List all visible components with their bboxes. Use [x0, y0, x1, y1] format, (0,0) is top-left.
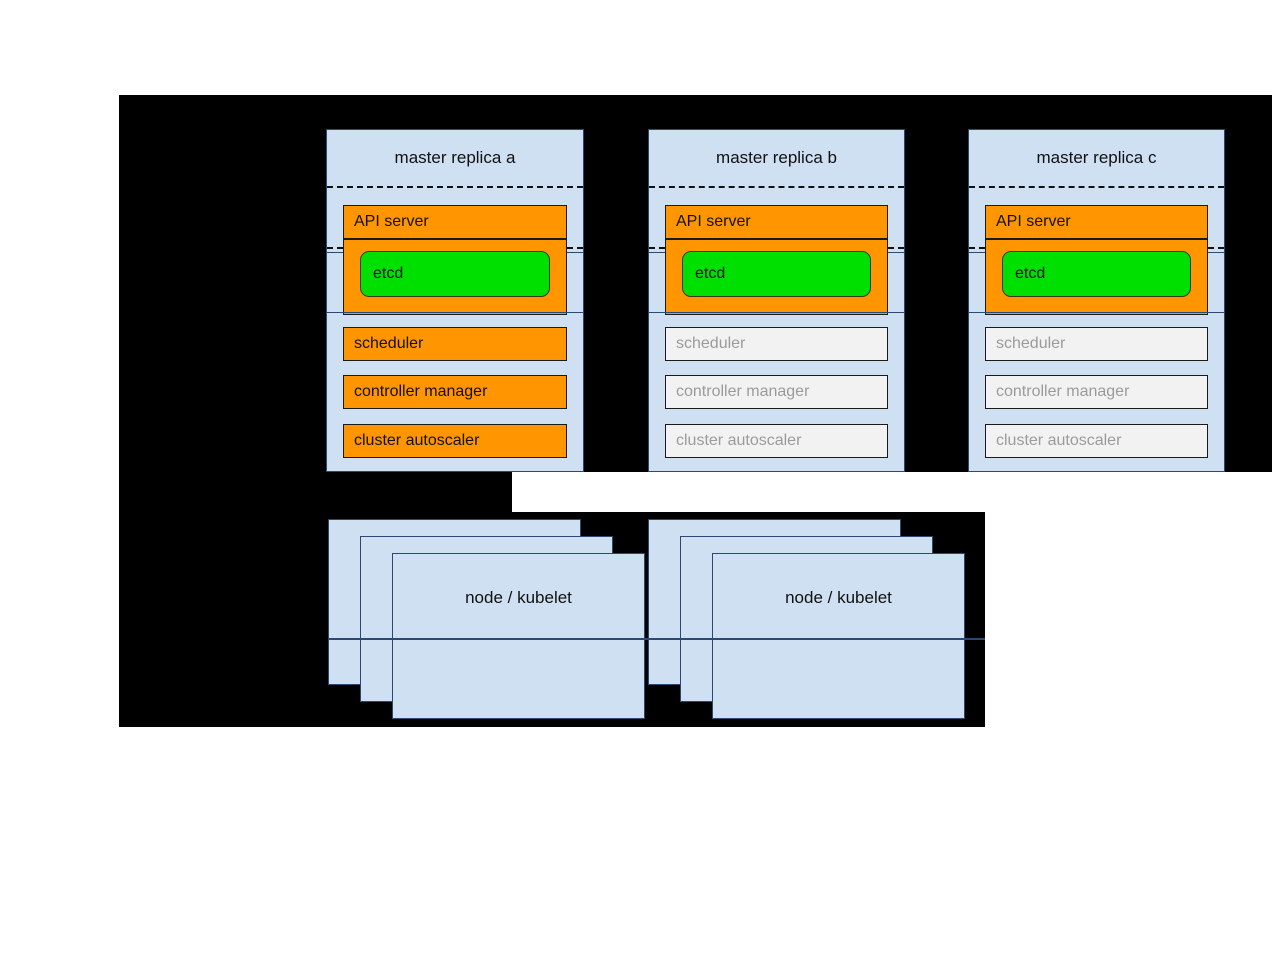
etcd-band: etcd [665, 239, 888, 315]
node-kubelet-label: node / kubelet [465, 588, 572, 607]
scheduler-box[interactable]: scheduler [985, 327, 1208, 361]
cluster-autoscaler-box[interactable]: cluster autoscaler [343, 424, 567, 458]
etcd-box[interactable]: etcd [1002, 251, 1191, 297]
replica-title: master replica a [394, 148, 516, 167]
master-replica-c[interactable]: master replica c API server etcd schedul… [968, 129, 1225, 472]
master-replica-a[interactable]: master replica a API server etcd schedul… [326, 129, 584, 472]
replica-dashed-separator-top [649, 186, 904, 188]
backdrop-middle-left [119, 472, 512, 512]
replica-title: master replica b [716, 148, 837, 167]
etcd-band: etcd [985, 239, 1208, 315]
replica-title: master replica c [1036, 148, 1157, 167]
etcd-band-bottom-rule [327, 312, 583, 313]
api-server-box[interactable]: API server [985, 205, 1208, 239]
api-server-box[interactable]: API server [343, 205, 567, 239]
node-card-front[interactable]: node / kubelet [712, 553, 965, 719]
cluster-autoscaler-box[interactable]: cluster autoscaler [985, 424, 1208, 458]
node-section-rule [328, 638, 985, 640]
controller-manager-box[interactable]: controller manager [665, 375, 888, 409]
node-kubelet-label: node / kubelet [785, 588, 892, 607]
cluster-autoscaler-box[interactable]: cluster autoscaler [665, 424, 888, 458]
etcd-band: etcd [343, 239, 567, 315]
scheduler-box[interactable]: scheduler [343, 327, 567, 361]
controller-manager-box[interactable]: controller manager [343, 375, 567, 409]
controller-manager-box[interactable]: controller manager [985, 375, 1208, 409]
etcd-box[interactable]: etcd [360, 251, 550, 297]
etcd-band-bottom-rule [649, 312, 904, 313]
etcd-box[interactable]: etcd [682, 251, 871, 297]
replica-dashed-separator-top [327, 186, 583, 188]
master-replica-b[interactable]: master replica b API server etcd schedul… [648, 129, 905, 472]
api-server-box[interactable]: API server [665, 205, 888, 239]
replica-dashed-separator-top [969, 186, 1224, 188]
etcd-band-bottom-rule [969, 312, 1224, 313]
node-card-front[interactable]: node / kubelet [392, 553, 645, 719]
scheduler-box[interactable]: scheduler [665, 327, 888, 361]
